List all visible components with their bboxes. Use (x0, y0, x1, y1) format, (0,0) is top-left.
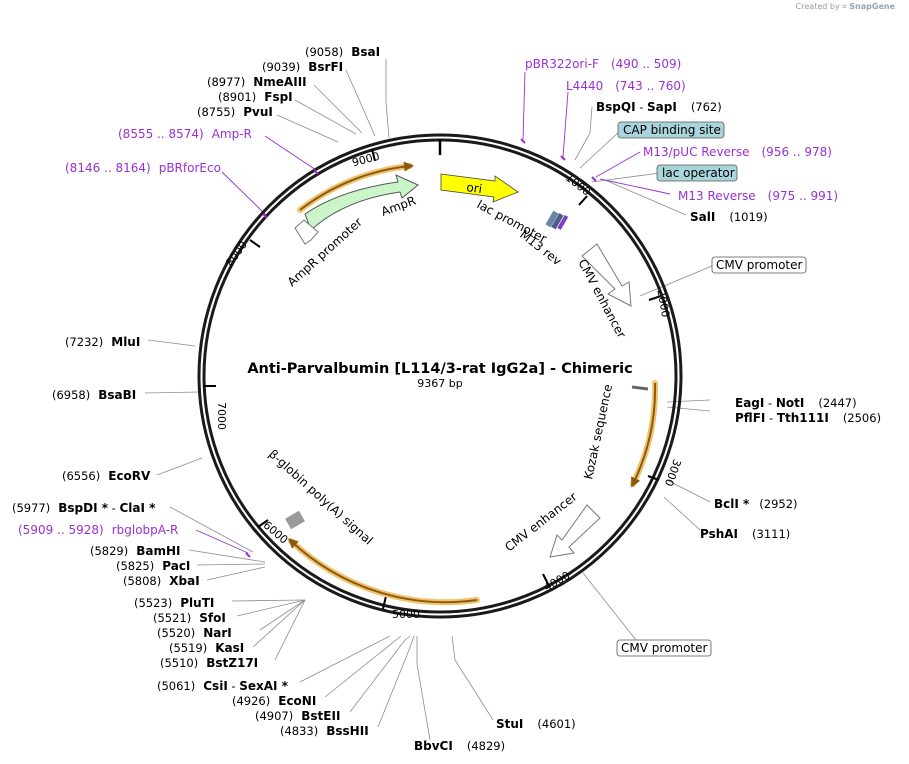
site-csii-sexai: (5061)CsiI - SexAI * (157, 679, 289, 693)
cmv-enhancer-1-arrow (581, 243, 632, 307)
primer-rbglobpa-r: (5909 .. 5928)rbglobpA-R (18, 523, 178, 537)
site-bcli: BclI *(2952) (714, 497, 798, 511)
cap-binding-site-box (617, 121, 725, 139)
primer-m13-puc-reverse: M13/pUC Reverse(956 .. 978) (643, 145, 832, 159)
cmv-promoter-top-box (711, 256, 807, 274)
site-sfoi: (5521)SfoI (153, 611, 226, 625)
lac-operator-label: lac operator (662, 166, 735, 180)
tick-label-9000: 9000 (351, 150, 381, 170)
orf-top-arrow (299, 161, 414, 211)
site-pflfi-tth111i: PflFI - Tth111I(2506) (735, 411, 881, 425)
primers: pBR322ori-F(490 .. 509) L4440(743 .. 760… (18, 57, 838, 537)
primer-l4440: L4440(743 .. 760) (566, 79, 686, 93)
site-xbai: (5808)XbaI (123, 574, 200, 588)
site-paci: (5825)PacI (116, 559, 190, 573)
site-bsteii: (4907)BstEII (255, 709, 340, 723)
boxed-features: CAP binding site lac operator CMV promot… (616, 121, 807, 657)
ampr-arrow (304, 174, 419, 231)
ampr-promoter-arrow (294, 219, 319, 245)
ori-arrow (440, 173, 519, 203)
site-bsabi: (6958)BsaBI (52, 388, 136, 402)
kozak-label: Kozak sequence (581, 383, 615, 481)
site-bspdi-clai: (5977)BspDI * - ClaI * (12, 501, 156, 515)
site-kasi: (5519)KasI (169, 641, 244, 655)
credit-brand: SnapGene (849, 2, 895, 11)
site-bsai: (9058)BsaI (305, 45, 380, 59)
site-stui: StuI(4601) (496, 717, 576, 731)
site-bspqi-sapi: BspQI - SapI(762) (596, 100, 722, 114)
site-bbvci: BbvCI(4829) (414, 739, 505, 753)
lac-promoter-marks (545, 210, 569, 230)
primer-amp-r: (8555 .. 8574)Amp-R (118, 127, 252, 141)
tick-label-5000: 5000 (392, 608, 420, 621)
cmv-promoter-top-label: CMV promoter (716, 258, 803, 272)
tick-label-4000: 4000 (542, 569, 573, 594)
cap-binding-site-label: CAP binding site (623, 123, 721, 137)
cmv-promoter-bottom-label: CMV promoter (621, 641, 708, 655)
kozak-mark (631, 385, 649, 391)
cmv-promoter-bottom-box (616, 639, 712, 657)
site-mlui: (7232)MluI (65, 335, 140, 349)
site-eagi-noti: EagI - NotI(2447) (735, 396, 857, 410)
ampr-label: AmpR (379, 193, 417, 218)
backbone-outer (197, 133, 683, 619)
site-bamhi: (5829)BamHI (90, 544, 181, 558)
tick-marks (203, 148, 662, 610)
ori-label: ori (466, 180, 483, 196)
site-bsrfi: (9039)BsrFI (262, 60, 343, 74)
plasmid-name: Anti-Parvalbumin [L114/3-rat IgG2a] - Ch… (247, 361, 632, 377)
site-nmeaiii: (8977)NmeAIII (207, 75, 307, 89)
beta-globin-mark (285, 510, 305, 530)
site-fspi: (8901)FspI (218, 90, 293, 104)
site-econi: (4926)EcoNI (232, 694, 316, 708)
site-bsshii: (4833)BssHII (280, 724, 369, 738)
credit-prefix: Created by (795, 2, 840, 11)
leader-lines (144, 59, 713, 741)
site-nari: (5520)NarI (157, 626, 232, 640)
primer-m13-reverse: M13 Reverse(975 .. 991) (678, 189, 838, 203)
site-pvui: (8755)PvuI (197, 105, 273, 119)
cmv-enhancer-2-arrow (549, 504, 601, 558)
tick-label-7000: 7000 (215, 402, 228, 430)
tick-label-2000: 2000 (654, 288, 672, 318)
plasmid-size: 9367 bp (417, 377, 462, 390)
orf-bottom-arrow (288, 538, 478, 604)
primer-pbrforeco: (8146 .. 8164)pBRforEco (65, 161, 221, 175)
restriction-sites: (9058)BsaI (9039)BsrFI (8977)NmeAIII (89… (12, 45, 881, 753)
snapgene-credit: Created by ⌗ SnapGene (796, 2, 895, 12)
site-ecorv: (6556)EcoRV (62, 469, 151, 483)
site-pshai: PshAI(3111) (700, 527, 790, 541)
orf-right-arrow (631, 382, 657, 488)
primer-marks (245, 138, 597, 558)
site-sali: SalI(1019) (690, 210, 768, 224)
primer-pbr322ori-f: pBR322ori-F(490 .. 509) (525, 57, 681, 71)
lac-operator-box (656, 164, 738, 182)
snapgene-logo-icon: ⌗ (842, 2, 847, 11)
site-pluti: (5523)PluTI (134, 596, 214, 610)
orf-right-glow (630, 380, 659, 487)
site-bstz17i: (5510)BstZ17I (160, 656, 258, 670)
primer-leader-lines (195, 71, 671, 554)
